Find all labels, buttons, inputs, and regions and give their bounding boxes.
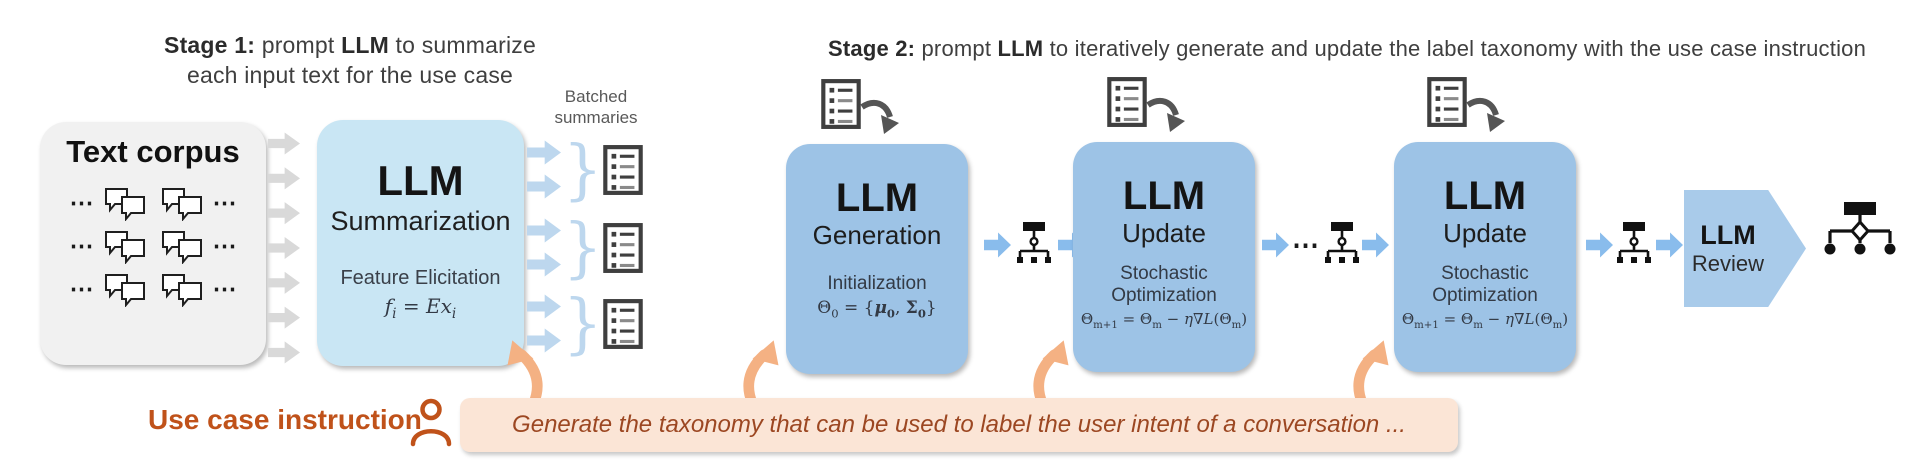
summarization-formula: fi = Exi — [384, 294, 457, 322]
arrow-right-icon — [268, 306, 300, 329]
summary-list-icon — [1426, 76, 1468, 128]
stage2-header: Stage 2: prompt LLM to iteratively gener… — [828, 36, 1867, 61]
use-case-label: Use case instruction — [148, 404, 422, 435]
batched-summaries-label: Batched summaries — [554, 87, 638, 127]
batch-group: } — [527, 208, 644, 286]
arrow-right-icon — [268, 202, 300, 225]
box-subtitle: Update — [1443, 218, 1527, 248]
arrow-right-icon — [268, 236, 300, 260]
summary-list-icon — [1106, 76, 1148, 128]
chat-bubbles-icon — [104, 231, 145, 263]
stage1-label: Stage 1: — [164, 32, 256, 58]
ellipsis: ⋯ — [69, 233, 94, 260]
box-method: Feature Elicitation — [340, 267, 501, 289]
chat-bubbles-icon — [104, 188, 145, 220]
ellipsis: ⋯ — [69, 276, 94, 303]
brace-icon: } — [563, 208, 603, 286]
taxonomy-icon — [1615, 220, 1653, 265]
box-subtitle: Generation — [812, 220, 942, 250]
arrow-right-icon — [984, 232, 1011, 258]
arrow-right-icon — [268, 341, 300, 364]
arrow-right-icon — [268, 271, 300, 294]
curved-arrow-icon — [858, 98, 902, 138]
ellipsis: ⋯ — [212, 190, 237, 217]
arrow-right-icon — [527, 174, 561, 199]
taxonomy-icon — [1015, 220, 1053, 265]
arrow-right-icon — [1262, 232, 1289, 258]
summary-list-icon — [820, 78, 862, 130]
summary-list-icon — [602, 222, 644, 274]
ellipsis: ⋯ — [212, 276, 237, 303]
chat-bubbles-icon — [104, 274, 145, 306]
arrow-right-icon — [527, 140, 561, 165]
corpus-row: ⋯ ⋯ — [70, 230, 237, 264]
arrow-right-icon — [268, 167, 300, 190]
corpus-row: ⋯ ⋯ — [70, 187, 237, 221]
box-method: Initialization — [827, 273, 927, 294]
arrow-right-icon — [1656, 232, 1683, 258]
box-title: LLM — [835, 176, 919, 220]
box-title: LLM — [1700, 220, 1756, 250]
instruction-text: Generate the taxonomy that can be used t… — [512, 411, 1406, 438]
arrow-right-icon — [268, 132, 300, 155]
batch-group: } — [527, 284, 644, 362]
ellipsis: ⋯ — [69, 190, 94, 217]
chat-bubbles-icon — [161, 188, 202, 220]
ellipsis: ⋯ — [1292, 230, 1319, 260]
stage1-header: Stage 1: prompt LLM to summarize each in… — [164, 32, 536, 88]
arrow-right-icon — [527, 218, 561, 243]
arrow-right-icon — [1362, 232, 1389, 258]
arrow-right-icon — [527, 252, 561, 277]
chat-bubbles-icon — [161, 231, 202, 263]
box-subtitle: Update — [1122, 218, 1206, 248]
instruction-box: Generate the taxonomy that can be used t… — [460, 398, 1458, 452]
box-title: LLM — [377, 157, 464, 204]
person-icon — [410, 398, 452, 447]
update-formula: Θm+1 = Θm − η∇L(Θm) — [1401, 310, 1569, 331]
box-method: Stochastic Optimization — [1111, 263, 1217, 306]
arrow-right-icon — [527, 294, 561, 319]
chat-bubbles-icon — [161, 274, 202, 306]
llm-update-box-1: LLM Update Stochastic Optimization Θm+1 … — [1073, 142, 1255, 372]
corpus-to-llm-arrows — [268, 132, 300, 364]
stage1-header-line2: each input text for the use case — [186, 62, 514, 88]
corpus-title: Text corpus — [66, 134, 240, 169]
box-subtitle: Review — [1691, 251, 1765, 276]
batch-group: } — [527, 130, 644, 208]
final-taxonomy-icon — [1824, 202, 1896, 255]
summary-list-icon — [602, 144, 644, 196]
llm-generation-box: LLM Generation Initialization Θ0 = {μ0, … — [786, 144, 968, 374]
update-formula: Θm+1 = Θm − η∇L(Θm) — [1080, 310, 1248, 331]
corpus-row: ⋯ ⋯ — [70, 273, 237, 307]
llm-review-box: LLM Review — [1684, 190, 1806, 307]
curved-arrow-icon — [1464, 96, 1508, 136]
stage2-label: Stage 2: — [828, 36, 916, 61]
taxonomy-icon — [1323, 220, 1361, 265]
arrow-right-icon — [1586, 232, 1613, 258]
box-subtitle: Summarization — [330, 206, 511, 236]
summary-list-icon — [602, 298, 644, 350]
brace-icon: } — [563, 284, 603, 362]
generation-formula: Θ0 = {μ0, Σ0} — [817, 298, 937, 321]
llm-summarization-box: LLM Summarization Feature Elicitation fi… — [317, 120, 524, 366]
box-method: Stochastic Optimization — [1432, 263, 1538, 306]
ellipsis: ⋯ — [212, 233, 237, 260]
brace-icon: } — [563, 130, 603, 208]
box-title: LLM — [1443, 174, 1527, 218]
llm-update-box-2: LLM Update Stochastic Optimization Θm+1 … — [1394, 142, 1576, 372]
curved-arrow-icon — [1144, 96, 1188, 136]
box-title: LLM — [1122, 174, 1206, 218]
text-corpus-box: Text corpus ⋯ ⋯ ⋯ ⋯ ⋯ ⋯ — [40, 122, 266, 365]
